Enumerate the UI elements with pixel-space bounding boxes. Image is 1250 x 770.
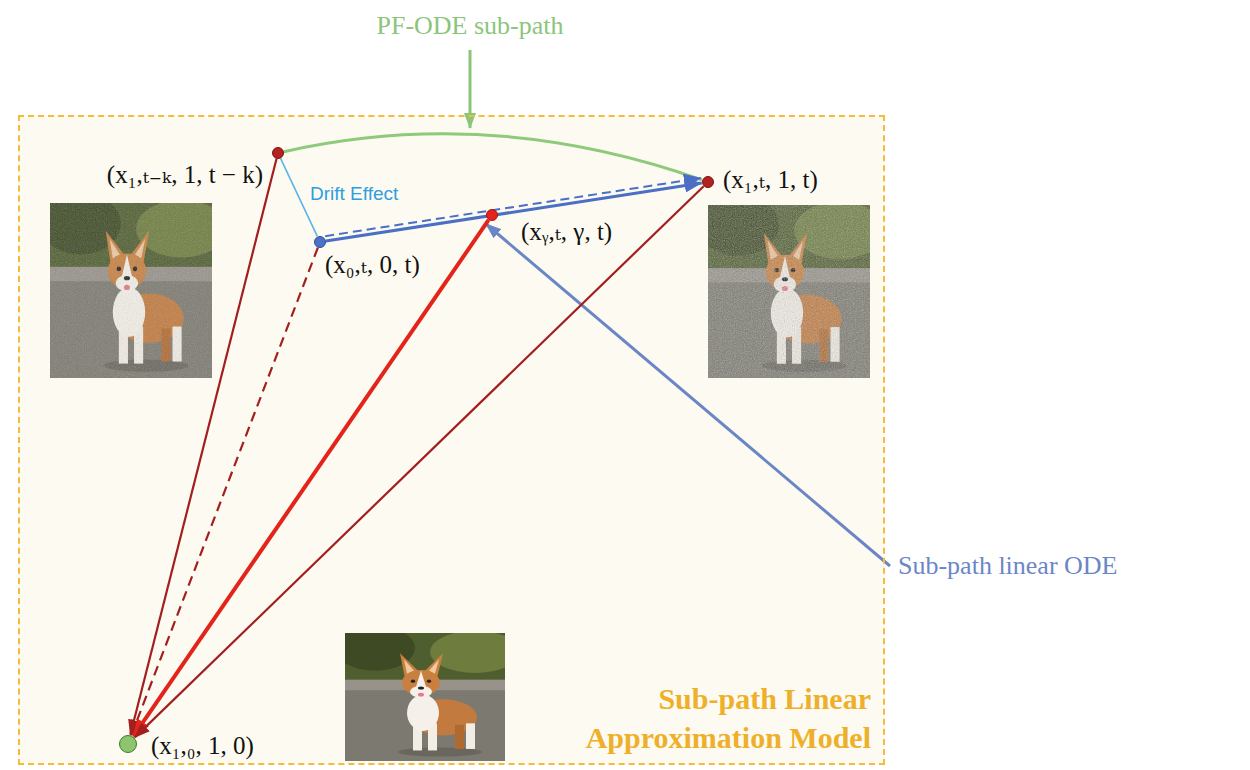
point-label: (x₁,ₜ, 1, t)	[723, 166, 818, 195]
edge-label: Drift Effect	[308, 183, 400, 205]
point-label: (xᵧ,ₜ, γ, t)	[521, 218, 612, 247]
point-label: (x₀,ₜ, 0, t)	[325, 251, 420, 280]
mapping-dashed-arrow	[131, 248, 317, 736]
point-marker: (xᵧ,ₜ, γ, t)	[486, 209, 498, 221]
region-title: Sub-path Linear Approximation Model	[531, 679, 871, 757]
noisier-corgi-image	[698, 195, 885, 378]
callout-label: Sub-path linear ODE	[898, 550, 1118, 581]
point-marker: (x₀,ₜ, 0, t)	[314, 236, 326, 248]
mapping-arrow	[130, 159, 276, 735]
point-label: (x₁,₀, 1, 0)	[151, 732, 254, 761]
model-region: Sub-path Linear Approximation Model (x₁,ₜ…	[18, 115, 885, 765]
callout-label: PF-ODE sub-path	[376, 10, 563, 41]
mapping-thick-arrow	[133, 220, 488, 736]
point-marker: (x₁,ₜ, 1, t)	[702, 176, 714, 188]
point-label: (x₁,ₜ₋ₖ, 1, t − k)	[107, 161, 263, 190]
noisy-corgi-image	[40, 193, 227, 378]
mapping-arrow	[135, 186, 704, 737]
pf-ode-curve	[284, 134, 702, 180]
model-ground	[18, 115, 885, 765]
point-marker: (x₁,₀, 1, 0)	[119, 735, 137, 753]
callout-arrow	[486, 224, 890, 566]
point-marker: (x₁,ₜ₋ₖ, 1, t − k)	[272, 147, 284, 159]
clean-corgi-image	[335, 625, 520, 761]
